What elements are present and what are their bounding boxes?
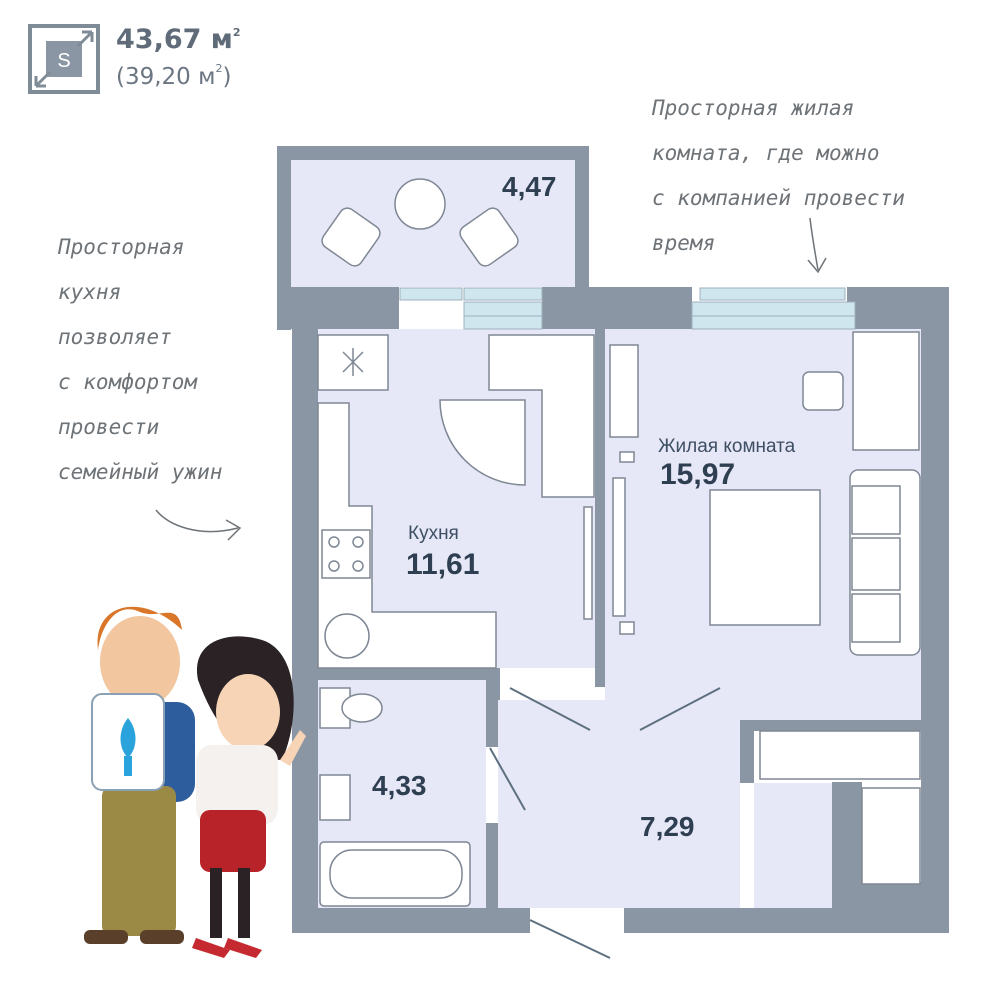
- rug: [709, 489, 821, 626]
- windows: [399, 287, 856, 330]
- area-expand-icon: S: [28, 24, 100, 94]
- toilet-icon: [341, 693, 383, 723]
- kitchen-table: [439, 399, 526, 486]
- sink-icon: [324, 613, 370, 659]
- note-left-arrow-icon: [155, 509, 242, 541]
- total-area: 43,67 м2: [116, 24, 241, 55]
- kitchen-sofa: [488, 334, 595, 498]
- speaker-top: [619, 451, 635, 463]
- living-label: Жилая комната: [658, 436, 796, 457]
- doors: [489, 687, 721, 959]
- note-living: Просторная жилая комната, где можно с ко…: [652, 96, 905, 255]
- cooktop-icon: [321, 529, 371, 579]
- balcony-chair-left: [321, 207, 381, 267]
- desk: [852, 331, 920, 451]
- kitchen-tv: [583, 506, 593, 620]
- note-right-arrow-icon: [807, 217, 827, 274]
- area-icon-letter: S: [57, 50, 70, 72]
- area-summary: S 43,67 м2 (39,20 м2): [28, 24, 288, 98]
- living-area-value: 15,97: [660, 458, 735, 491]
- mascot-boy-icon: [84, 606, 195, 944]
- mascot-girl-icon: [192, 636, 306, 958]
- desk-chair: [802, 371, 844, 411]
- hall-area: 7,29: [640, 811, 695, 842]
- hall-wardrobe: [861, 787, 921, 885]
- tv-stand: [612, 477, 626, 617]
- kitchen-area: 11,61: [406, 548, 479, 581]
- note-kitchen: Просторная кухня позволяет с комфортом п…: [58, 235, 223, 484]
- room-labels: 4,47 Кухня 11,61 Жилая комната 15,97 4,3…: [372, 171, 796, 842]
- shelf: [609, 344, 639, 438]
- balcony-area: 4,47: [502, 171, 557, 202]
- walls: [277, 146, 949, 933]
- living-area: (39,20 м2): [116, 62, 232, 90]
- kitchen-counter: [317, 402, 497, 669]
- furniture: [317, 178, 921, 907]
- wardrobe: [759, 730, 921, 780]
- bathroom-area: 4,33: [372, 770, 427, 801]
- washbasin: [319, 774, 351, 821]
- speaker-bottom: [619, 621, 635, 635]
- balcony-table: [394, 178, 446, 230]
- balcony-chair-right: [459, 207, 519, 267]
- kitchen-label: Кухня: [408, 523, 459, 544]
